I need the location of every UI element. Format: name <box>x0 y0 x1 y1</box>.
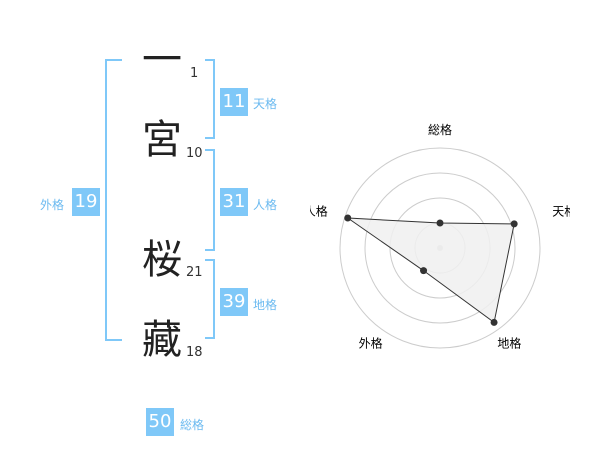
radar-ring <box>339 147 541 349</box>
radar-axis-label-5: 人格 <box>310 204 328 219</box>
radar-axis-label-1: 総格 <box>428 122 452 137</box>
radar-series-polygon <box>346 217 515 324</box>
jinkaku-bracket <box>205 149 215 251</box>
gaikaku-value: 19 <box>72 188 100 216</box>
tenkaku-label: 天格 <box>253 97 278 111</box>
radar-point-5 <box>344 214 352 222</box>
name-char-3: 桜 <box>142 237 182 283</box>
chikaku-value: 39 <box>220 288 248 316</box>
radar-ring <box>364 172 516 324</box>
tenkaku-value: 11 <box>220 88 248 116</box>
chikaku-bracket <box>205 259 215 339</box>
name-char-2: 宮 <box>142 117 182 163</box>
soukaku-value: 50 <box>146 408 174 436</box>
jinkaku-label: 人格 <box>253 198 278 212</box>
radar-point-3 <box>490 318 498 326</box>
radar-chart: 総格天格地格 外格 人格 <box>310 122 570 350</box>
stroke-count-1: 1 <box>190 66 199 81</box>
tenkaku-bracket <box>205 59 215 139</box>
stroke-count-2: 10 <box>186 146 203 161</box>
gaikaku-bracket <box>105 59 122 341</box>
stroke-count-3: 21 <box>186 265 203 280</box>
stroke-count-4: 18 <box>186 345 203 360</box>
radar-point-4 <box>420 267 428 275</box>
gaikaku-label: 外格 <box>40 198 65 212</box>
name-char-4: 藏 <box>142 317 182 363</box>
radar-point-2 <box>510 220 518 228</box>
radar-axis-label-2: 天格 <box>552 204 570 219</box>
radar-point-1 <box>436 219 444 227</box>
chikaku-label: 地格 <box>253 298 278 312</box>
name-char-1: 一 <box>142 37 182 83</box>
radar-axis-label-4: 外格 <box>359 335 383 350</box>
radar-axis-label-3: 地格 <box>497 335 521 350</box>
jinkaku-value: 31 <box>220 188 248 216</box>
soukaku-label: 総格 <box>180 418 205 432</box>
